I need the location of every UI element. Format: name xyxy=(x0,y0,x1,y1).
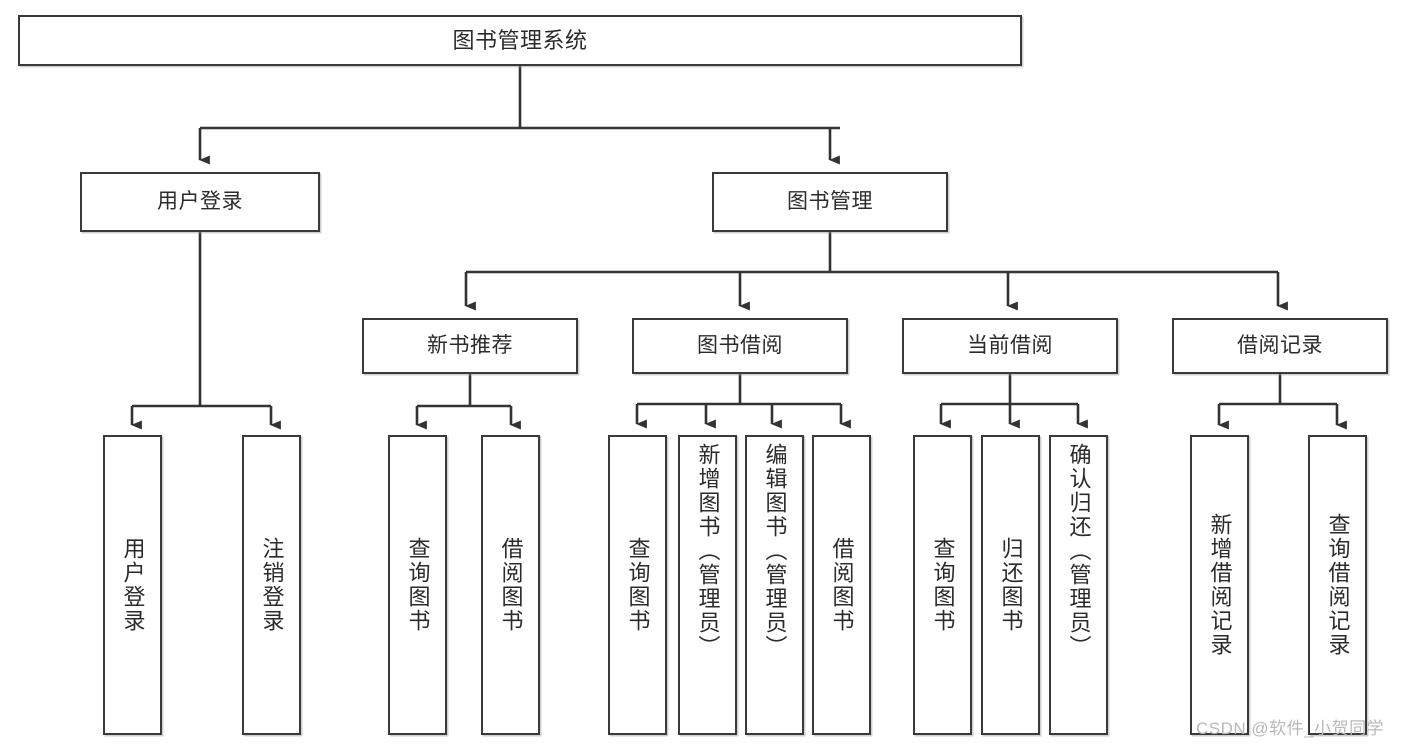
node-current-borrow[interactable]: 当前借阅 xyxy=(902,318,1118,374)
node-label: 查询图书 xyxy=(625,537,651,633)
node-borrow-record[interactable]: 借阅记录 xyxy=(1172,318,1388,374)
leaf-query-borrow-record[interactable]: 查询借阅记录 xyxy=(1308,435,1367,735)
leaf-return-book[interactable]: 归还图书 xyxy=(981,435,1040,735)
leaf-edit-book-admin[interactable]: 编辑图书（管理员） xyxy=(745,435,804,735)
node-book-management[interactable]: 图书管理 xyxy=(712,172,948,232)
node-book-borrow[interactable]: 图书借阅 xyxy=(632,318,848,374)
node-label: 借阅图书 xyxy=(829,537,855,633)
node-label: 查询借阅记录 xyxy=(1325,513,1351,657)
leaf-logout-login[interactable]: 注销登录 xyxy=(242,435,301,735)
leaf-query-book-borrow[interactable]: 查询图书 xyxy=(608,435,667,735)
node-root-book-management-system[interactable]: 图书管理系统 xyxy=(18,15,1022,66)
node-label: 借阅图书 xyxy=(498,537,524,633)
node-label: 借阅记录 xyxy=(1237,333,1323,357)
csdn-watermark: CSDN @软件_小贺同学 xyxy=(1196,719,1385,738)
node-label: 编辑图书（管理员） xyxy=(762,443,788,659)
node-new-book-recommend[interactable]: 新书推荐 xyxy=(362,318,578,374)
leaf-query-book-recommend[interactable]: 查询图书 xyxy=(388,435,447,735)
node-label: 注销登录 xyxy=(259,537,285,633)
node-label: 新增借阅记录 xyxy=(1207,513,1233,657)
node-label: 用户登录 xyxy=(120,537,146,633)
node-label: 查询图书 xyxy=(405,537,431,633)
leaf-add-book-admin[interactable]: 新增图书（管理员） xyxy=(678,435,737,735)
leaf-add-borrow-record[interactable]: 新增借阅记录 xyxy=(1190,435,1249,735)
node-label: 新书推荐 xyxy=(427,333,513,357)
node-label: 确认归还（管理员） xyxy=(1066,443,1092,659)
leaf-query-book-current[interactable]: 查询图书 xyxy=(913,435,972,735)
node-label: 用户登录 xyxy=(157,189,243,213)
leaf-borrow-book-recommend[interactable]: 借阅图书 xyxy=(481,435,540,735)
leaf-confirm-return-admin[interactable]: 确认归还（管理员） xyxy=(1049,435,1108,735)
leaf-user-login[interactable]: 用户登录 xyxy=(103,435,162,735)
node-label: 图书管理 xyxy=(787,189,873,213)
node-label: 查询图书 xyxy=(930,537,956,633)
node-label: 图书借阅 xyxy=(697,333,783,357)
node-label: 当前借阅 xyxy=(967,333,1053,357)
leaf-borrow-book[interactable]: 借阅图书 xyxy=(812,435,871,735)
node-user-login[interactable]: 用户登录 xyxy=(80,172,320,232)
node-label: 图书管理系统 xyxy=(452,27,588,53)
node-label: 归还图书 xyxy=(998,537,1024,633)
node-label: 新增图书（管理员） xyxy=(695,443,721,659)
